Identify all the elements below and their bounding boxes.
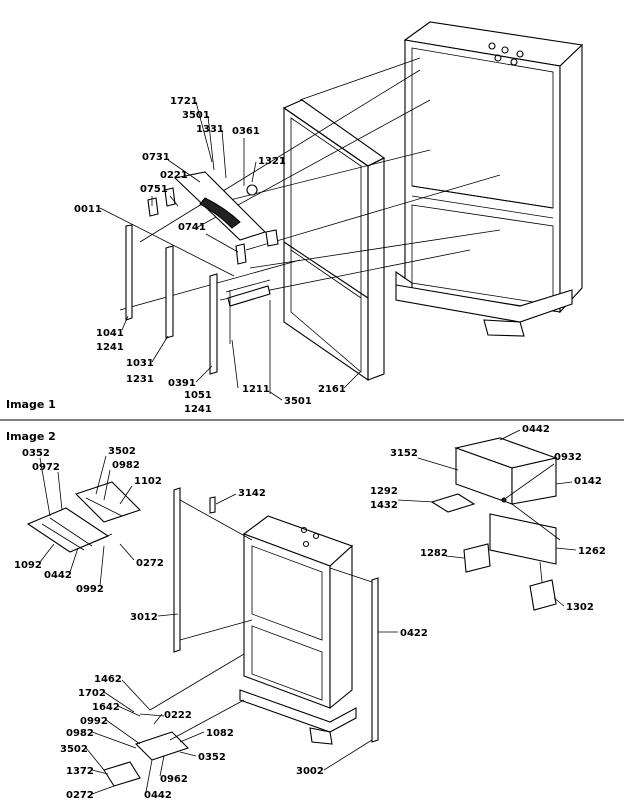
callout-3012: 3012 xyxy=(130,612,158,623)
image1-callouts: 1721 3501 1331 0361 0731 1321 0221 0751 … xyxy=(74,96,361,415)
callout-0741: 0741 xyxy=(178,222,206,233)
callout-3502b: 3502 xyxy=(60,744,88,755)
callout-1642: 1642 xyxy=(92,702,120,713)
callout-0221: 0221 xyxy=(160,170,188,181)
callout-0352: 0352 xyxy=(22,448,50,459)
hinge-strips xyxy=(125,224,271,394)
image2-callouts: 0352 3502 0972 0982 1102 1092 0442 0992 … xyxy=(14,424,606,801)
callout-0272: 0272 xyxy=(136,558,164,569)
callout-0422: 0422 xyxy=(400,628,428,639)
callout-1051: 1051 xyxy=(184,390,212,401)
callout-0992b: 0992 xyxy=(80,716,108,727)
callout-1262: 1262 xyxy=(578,546,606,557)
callout-1031: 1031 xyxy=(126,358,154,369)
callout-1092: 1092 xyxy=(14,560,42,571)
callout-3501: 3501 xyxy=(182,110,210,121)
callout-1282: 1282 xyxy=(420,548,448,559)
callout-0272b: 0272 xyxy=(66,790,94,801)
callout-0932: 0932 xyxy=(554,452,582,463)
callout-0751: 0751 xyxy=(140,184,168,195)
callout-3152: 3152 xyxy=(390,448,418,459)
callout-1302: 1302 xyxy=(566,602,594,613)
callout-0391: 0391 xyxy=(168,378,196,389)
callout-0962: 0962 xyxy=(160,774,188,785)
callout-0982: 0982 xyxy=(112,460,140,471)
callout-1231: 1231 xyxy=(126,374,154,385)
callout-0442b: 0442 xyxy=(144,790,172,801)
callout-0731: 0731 xyxy=(142,152,170,163)
callout-0361: 0361 xyxy=(232,126,260,137)
callout-0222: 0222 xyxy=(164,710,192,721)
callout-1041: 1041 xyxy=(96,328,124,339)
callout-0982b: 0982 xyxy=(66,728,94,739)
side-rails xyxy=(173,487,379,743)
bracket-top-left xyxy=(26,481,142,553)
callout-3502: 3502 xyxy=(108,446,136,457)
callout-1331: 1331 xyxy=(196,124,224,135)
callout-1102: 1102 xyxy=(134,476,162,487)
image1-drawing xyxy=(119,21,584,394)
image1-title: Image 1 xyxy=(6,398,56,411)
callout-1292: 1292 xyxy=(370,486,398,497)
callout-0972: 0972 xyxy=(32,462,60,473)
callout-2161: 2161 xyxy=(318,384,346,395)
callout-3142: 3142 xyxy=(238,488,266,499)
callout-1432: 1432 xyxy=(370,500,398,511)
callout-1372: 1372 xyxy=(66,766,94,777)
hinge-assembly xyxy=(147,171,279,265)
callout-0992: 0992 xyxy=(76,584,104,595)
door-gasket-2161 xyxy=(282,99,386,382)
bracket-bottom-left xyxy=(103,653,245,787)
cabinet-small xyxy=(239,515,357,745)
callout-1721: 1721 xyxy=(170,96,198,107)
callout-0142: 0142 xyxy=(574,476,602,487)
callout-0352b: 0352 xyxy=(198,752,226,763)
callout-1082: 1082 xyxy=(206,728,234,739)
callout-0442c: 0442 xyxy=(522,424,550,435)
control-box xyxy=(430,437,561,611)
cabinet-large xyxy=(395,21,584,337)
image2-drawing xyxy=(26,437,561,787)
callout-1211: 1211 xyxy=(242,384,270,395)
callout-1321: 1321 xyxy=(258,156,286,167)
callout-0442: 0442 xyxy=(44,570,72,581)
callout-3002: 3002 xyxy=(296,766,324,777)
callout-1241: 1241 xyxy=(96,342,124,353)
callout-1462: 1462 xyxy=(94,674,122,685)
image2-title: Image 2 xyxy=(6,430,56,443)
callout-1702: 1702 xyxy=(78,688,106,699)
callout-3501b: 3501 xyxy=(284,396,312,407)
callout-1241b: 1241 xyxy=(184,404,212,415)
callout-0011: 0011 xyxy=(74,204,102,215)
